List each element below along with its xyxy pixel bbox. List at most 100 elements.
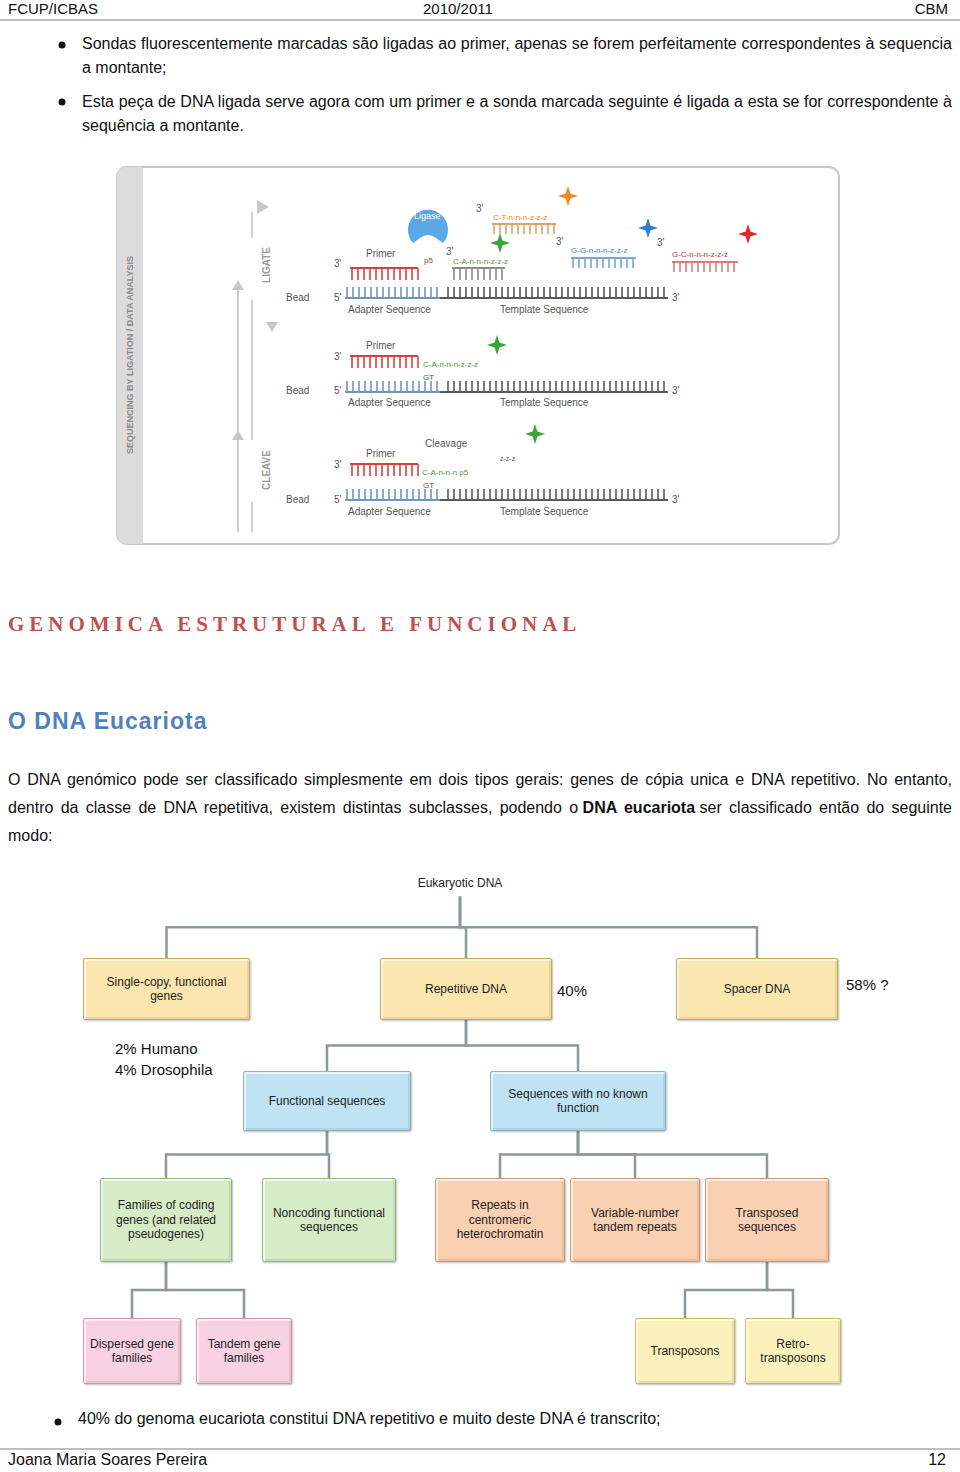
base-tick xyxy=(364,381,366,392)
base-tick xyxy=(459,287,461,298)
fluor-star xyxy=(487,335,507,355)
base-tick xyxy=(370,381,372,392)
base-tick xyxy=(715,262,717,272)
base-tick xyxy=(387,464,389,476)
base-tick xyxy=(561,381,563,392)
base-tick xyxy=(513,287,515,298)
base-tick xyxy=(459,489,461,500)
section-heading: GENOMICA ESTRUTURAL E FUNCIONAL xyxy=(8,612,581,636)
base-tick xyxy=(381,268,383,280)
base-tick xyxy=(657,489,659,500)
base-tick xyxy=(657,287,659,298)
base-tick xyxy=(406,287,408,298)
base-tick xyxy=(615,381,617,392)
base-tick xyxy=(709,262,711,272)
base-tick xyxy=(597,287,599,298)
base-tick xyxy=(727,262,729,272)
strand-backbone xyxy=(350,355,418,357)
root-label-box: Eukaryotic DNA xyxy=(380,870,540,896)
base-tick xyxy=(399,356,401,368)
base-tick xyxy=(507,287,509,298)
box-text: Families of coding genes (and related ps… xyxy=(106,1198,226,1241)
base-tick xyxy=(357,268,359,280)
tree-connector xyxy=(166,1262,244,1318)
base-tick xyxy=(511,224,513,234)
class-box: Functional sequences xyxy=(243,1071,411,1131)
base-tick xyxy=(364,287,366,298)
base-tick xyxy=(561,287,563,298)
base-tick xyxy=(430,287,432,298)
base-tick xyxy=(609,489,611,500)
base-tick xyxy=(495,489,497,500)
base-tick xyxy=(400,287,402,298)
base-tick xyxy=(626,258,628,268)
footer-text: 12 xyxy=(928,1451,946,1469)
base-tick xyxy=(465,287,467,298)
subsection-heading: O DNA Eucariota xyxy=(8,708,207,734)
base-tick xyxy=(358,287,360,298)
base-tick xyxy=(430,489,432,500)
base-tick xyxy=(489,268,491,280)
category-box: Repetitive DNA xyxy=(380,958,552,1020)
base-tick xyxy=(393,464,395,476)
base-tick xyxy=(346,489,348,500)
base-tick xyxy=(411,268,413,280)
base-tick xyxy=(621,489,623,500)
base-tick xyxy=(436,381,438,392)
primer-label: Primer xyxy=(366,340,395,352)
percentage-note: 2% Humano xyxy=(115,1040,198,1057)
bead-label: Bead xyxy=(286,292,309,304)
base-tick xyxy=(703,262,705,272)
base-tick xyxy=(627,287,629,298)
base-tick xyxy=(387,268,389,280)
probe-label: G-C-n-n-n-z-z-z xyxy=(672,250,728,259)
bullet-text: Sondas fluorescentemente marcadas são li… xyxy=(82,32,952,80)
tree-connector xyxy=(460,896,757,958)
base-tick xyxy=(603,489,605,500)
base-tick xyxy=(555,287,557,298)
base-tick xyxy=(351,356,353,368)
base-tick xyxy=(411,464,413,476)
base-tick xyxy=(519,381,521,392)
element-box: Retro-transposons xyxy=(745,1318,841,1384)
end-label: 3' xyxy=(672,385,679,397)
base-tick xyxy=(507,489,509,500)
base-tick xyxy=(417,356,419,368)
base-tick xyxy=(489,287,491,298)
box-text: Variable-number tandem repeats xyxy=(576,1206,694,1235)
base-tick xyxy=(573,381,575,392)
base-tick xyxy=(459,268,461,280)
probe-label: C-A-n-n-n-z-z-z xyxy=(423,360,478,369)
base-tick xyxy=(555,489,557,500)
fluor-star xyxy=(490,233,510,253)
base-tick xyxy=(489,381,491,392)
cycle-arrow xyxy=(232,280,244,290)
base-tick xyxy=(352,287,354,298)
base-tick xyxy=(627,489,629,500)
base-tick xyxy=(523,224,525,234)
base-tick xyxy=(370,489,372,500)
footer-rule xyxy=(0,1449,960,1450)
subclass-box: Variable-number tandem repeats xyxy=(570,1178,700,1262)
base-tick xyxy=(615,287,617,298)
base-tick xyxy=(501,268,503,280)
subclass-box: Transposed sequences xyxy=(705,1178,829,1262)
tree-connector xyxy=(132,1262,166,1318)
base-tick xyxy=(567,287,569,298)
base-tick xyxy=(579,489,581,500)
tree-connector xyxy=(327,1020,466,1071)
bead-label: Bead xyxy=(286,385,309,397)
base-tick xyxy=(352,489,354,500)
base-tick xyxy=(567,381,569,392)
base-tick xyxy=(639,287,641,298)
box-text: Dispersed gene families xyxy=(89,1337,175,1366)
bullet-dot xyxy=(59,42,66,49)
base-tick xyxy=(543,489,545,500)
step-label: CLEAVE xyxy=(261,450,273,490)
end-label: 3' xyxy=(672,292,679,304)
base-tick xyxy=(436,287,438,298)
end-label: 5' xyxy=(334,385,341,397)
base-tick xyxy=(394,489,396,500)
base-tick xyxy=(663,287,665,298)
fluor-star xyxy=(525,424,545,444)
